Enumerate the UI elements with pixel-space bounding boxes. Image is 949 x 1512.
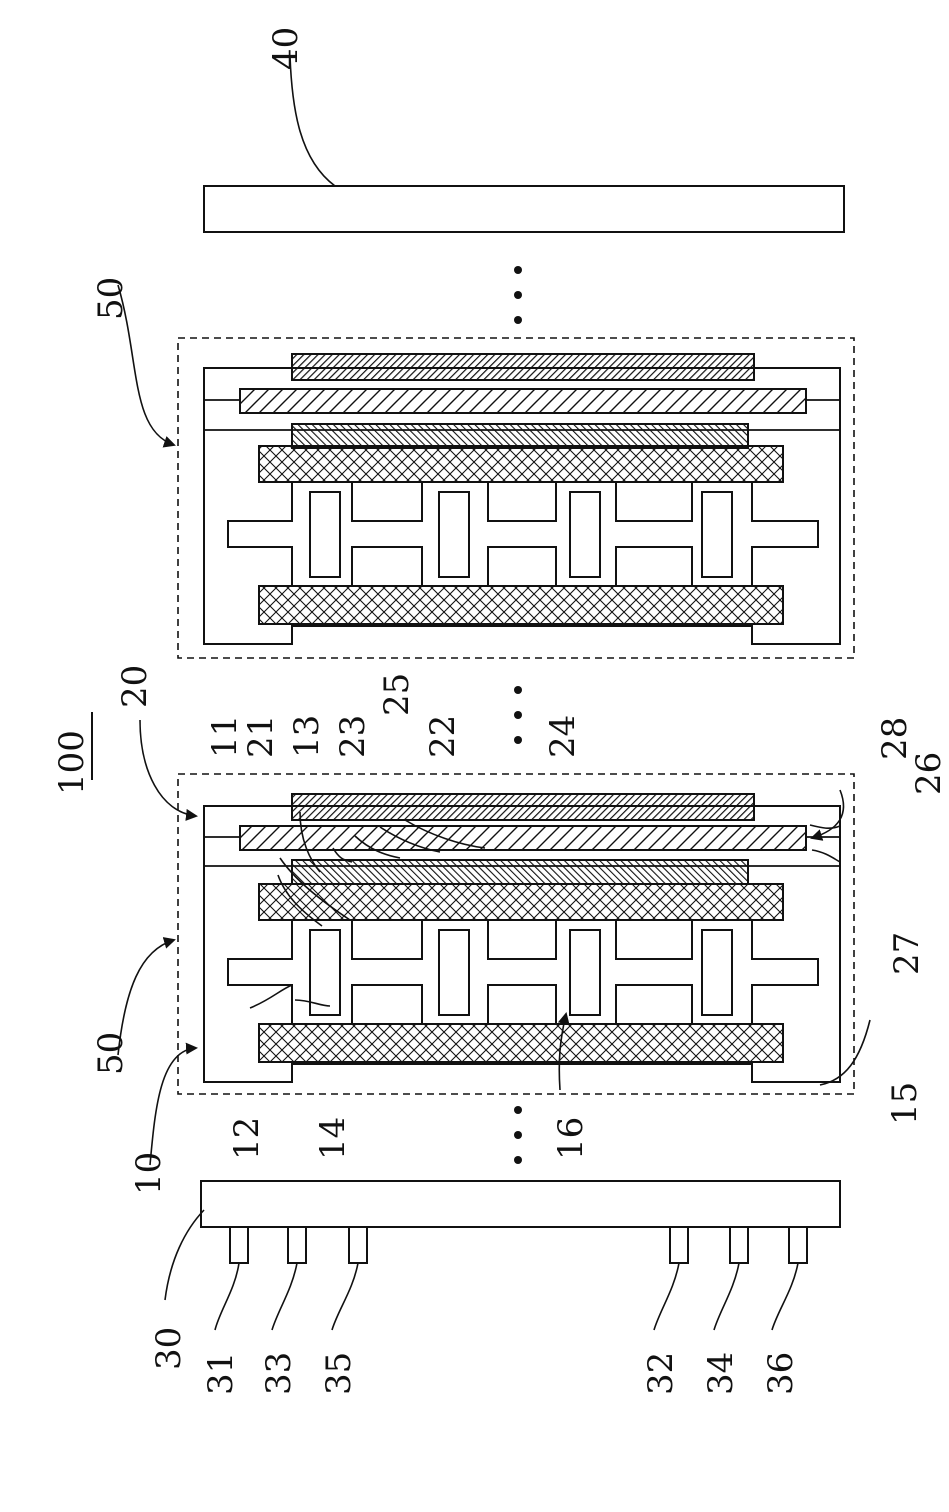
label-100: 100 [52,730,92,795]
label-27: 27 [887,932,927,975]
label-23: 23 [333,715,373,758]
label-31: 31 [201,1352,241,1395]
port-33 [288,1227,306,1263]
label-10: 10 [129,1152,169,1195]
port-35 [349,1227,367,1263]
label-32: 32 [641,1352,681,1395]
label-40: 40 [266,27,306,70]
label-13: 13 [287,715,327,758]
label-50-top: 50 [91,277,131,320]
label-34: 34 [701,1352,741,1395]
end-plate-40 [204,186,844,232]
label-35: 35 [319,1352,359,1395]
label-30: 30 [149,1327,189,1370]
port-36 [789,1227,807,1263]
label-25: 25 [377,673,417,716]
label-15: 15 [885,1082,925,1125]
label-14: 14 [313,1117,353,1160]
port-31 [230,1227,248,1263]
label-20: 20 [115,665,155,708]
cell-unit-upper [178,338,854,658]
label-16: 16 [551,1117,591,1160]
manifold-plate-30 [201,1181,840,1263]
label-22: 22 [423,715,463,758]
label-11: 11 [205,715,245,758]
label-21: 21 [241,715,281,758]
cell-unit-lower [178,774,854,1094]
label-24: 24 [543,715,583,758]
label-33: 33 [259,1352,299,1395]
label-12: 12 [227,1117,267,1160]
label-26: 26 [909,752,949,795]
port-34 [730,1227,748,1263]
port-32 [670,1227,688,1263]
label-50-lower: 50 [91,1032,131,1075]
label-36: 36 [761,1352,801,1395]
